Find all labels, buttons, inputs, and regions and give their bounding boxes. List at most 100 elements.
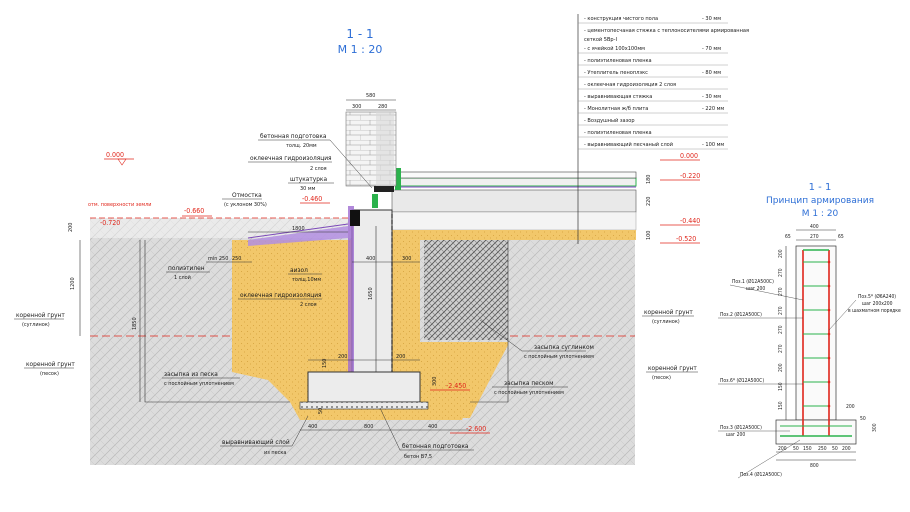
rebar-side-dim: 270 — [778, 306, 784, 315]
label-glued-waterproof-top-sub: 2 слоя — [310, 166, 327, 172]
label-plaster-sub: 30 мм — [300, 186, 316, 192]
floor-layer-value: - 30 мм — [702, 94, 721, 100]
level-minus-720: -0.720 — [100, 219, 120, 227]
level-right-0: 0.000 — [680, 152, 698, 160]
label-loam-fill: засыпка суглинком — [534, 343, 594, 351]
dimensions: 580 300 280 1800 min 250 250 400 300 200… — [68, 93, 652, 431]
rebar-side-dim: 270 — [778, 268, 784, 277]
level-minus-460: -0.460 — [302, 195, 322, 203]
rebar-tie-node — [827, 308, 831, 312]
dim-250: 250 — [232, 256, 241, 262]
dim-1800: 1800 — [292, 226, 305, 232]
label-native-soil-right-top: коренной грунт — [644, 308, 693, 316]
main-title-scale: M 1 : 20 — [338, 43, 383, 56]
label-sand-fill-sub: с послойным уплотнением — [164, 380, 234, 387]
label-sand-fill: засыпка из песка — [164, 370, 218, 378]
insulation-layer — [397, 177, 637, 187]
rebar-right-dim-2: 300 — [872, 423, 878, 432]
rebar-pos1-sub: шаг 200 — [746, 286, 765, 292]
dim-400a: 400 — [366, 256, 375, 262]
rebar-side-dim: 270 — [778, 344, 784, 353]
sand-fill-left — [232, 240, 352, 402]
footing — [307, 371, 421, 403]
level-marks: 0.000 отм. поверхности земли -0.720 -0.6… — [88, 151, 700, 434]
label-glued-waterproof-mid-sub: 2 слоя — [300, 302, 317, 308]
rebar-right-dim-0: 200 — [846, 404, 855, 410]
loam-fill — [424, 240, 508, 340]
dim-220: 220 — [646, 197, 652, 206]
level-minus-2600: -2.600 — [466, 425, 486, 433]
wall-waterproof-left — [348, 206, 354, 372]
dim-1200: 1200 — [70, 277, 76, 290]
rebar-tie-node — [827, 356, 831, 360]
rebar-pos1: Поз.1 (Ø12А500С) — [732, 278, 774, 285]
label-native-soil-left-bottom: коренной грунт — [26, 360, 75, 368]
rebar-pos3: Поз.3 (Ø12А500С) — [720, 424, 762, 431]
dim-400b: 400 — [308, 424, 317, 430]
level-minus-440: -0.440 — [680, 217, 700, 225]
rebar-footing — [775, 419, 857, 445]
screed-layer — [397, 171, 637, 179]
floor-layer-name: - с ячейкой 100х100мм — [584, 45, 645, 52]
dim-800: 800 — [364, 424, 373, 430]
floor-sand-layer — [392, 230, 636, 240]
floor-layer-value: - 220 мм — [702, 106, 724, 112]
rebar-dim-total: 800 — [810, 463, 819, 469]
rebar-side-dim: 150 — [778, 382, 784, 391]
floor-layer-name: - полиэтиленовая пленка — [584, 58, 652, 64]
label-sand-fill-right: засыпка песком — [504, 379, 553, 387]
dim-min250: min 250 — [208, 256, 228, 262]
floor-layer-name: - выравнивающая стяжка — [584, 94, 652, 100]
rebar-tie-node — [827, 404, 831, 408]
rebar-dim-bottom-5: 200 — [842, 446, 851, 452]
label-sand-fill-right-sub: с послойным уплотнением — [494, 389, 564, 396]
wall-waterproof-strip — [374, 186, 394, 192]
label-native-soil-right-top-sub: (суглинок) — [652, 319, 680, 325]
rebar-title-section: 1 - 1 — [809, 182, 832, 193]
rebar-side-dim: 150 — [778, 401, 784, 410]
floor-layer-value: - 100 мм — [702, 142, 724, 148]
rebar-column — [795, 245, 837, 421]
label-glued-waterproof-mid: оклеечная гидроизоляция — [240, 291, 322, 299]
wall-edge-insulation — [372, 194, 378, 208]
rebar-tie-node — [827, 260, 831, 264]
rebar-dim-bottom-1: 50 — [793, 446, 799, 452]
wall-core — [376, 112, 394, 186]
dim-580: 580 — [366, 93, 375, 99]
dim-280: 280 — [378, 104, 387, 110]
trench-left-line — [144, 240, 290, 403]
dim-200v: 200 — [68, 223, 74, 232]
label-polystyrene: полиэтилен — [168, 264, 205, 272]
dim-300a: 300 — [352, 104, 361, 110]
floor-layer-name: - цементопесчаная стяжка с теплоносителя… — [584, 28, 749, 43]
floor-layer-name: - конструкция чистого пола — [584, 16, 658, 22]
rebar-tie-node — [827, 284, 831, 288]
rebar-pos3-sub: шаг 200 — [726, 432, 745, 438]
sand-fill-right — [392, 240, 508, 418]
rebar-pos5: Поз.5* (Ø6А240) — [858, 293, 896, 300]
label-concrete-prep-top-sub: толщ. 20мм — [286, 143, 317, 149]
main-title: 1 - 1 M 1 : 20 — [338, 27, 383, 56]
rebar-pos6: Поз.6* (Ø12А500С) — [720, 377, 764, 384]
rebar-side-dim: 270 — [778, 325, 784, 334]
ground-surface-note: отм. поверхности земли — [88, 202, 152, 208]
label-leveling-layer: выравнивающий слой — [222, 438, 290, 446]
rebar-dim-bottom-2: 150 — [803, 446, 812, 452]
label-loam-fill-sub: с послойным уплотнением — [524, 353, 594, 360]
label-native-soil-left-top-sub: (суглинок) — [22, 322, 50, 328]
rebar-pos5-sub: шаг 200х200 — [862, 301, 893, 307]
label-polystyrene-sub: 1 слой — [174, 274, 191, 281]
label-native-soil-right-bottom: коренной грунт — [648, 364, 697, 372]
rebar-pos2: Поз.2 (Ø12А500С) — [720, 311, 762, 318]
rebar-pos5-sub2: в шахматном порядке — [848, 308, 901, 314]
edge-insulation — [395, 168, 401, 190]
rebar-side-dim: 270 — [778, 287, 784, 296]
rebar-dim-top-2: 270 — [810, 234, 819, 240]
level-minus-660: -0.660 — [184, 207, 204, 215]
rebar-dim-top-1: 65 — [785, 234, 791, 240]
floor-layer-value: - 30 мм — [702, 16, 721, 22]
rebar-side-dim: 200 — [778, 363, 784, 372]
floor-layers-list: - конструкция чистого пола - 30 мм - цемен… — [577, 14, 749, 244]
dim-50: 50 — [318, 408, 324, 414]
